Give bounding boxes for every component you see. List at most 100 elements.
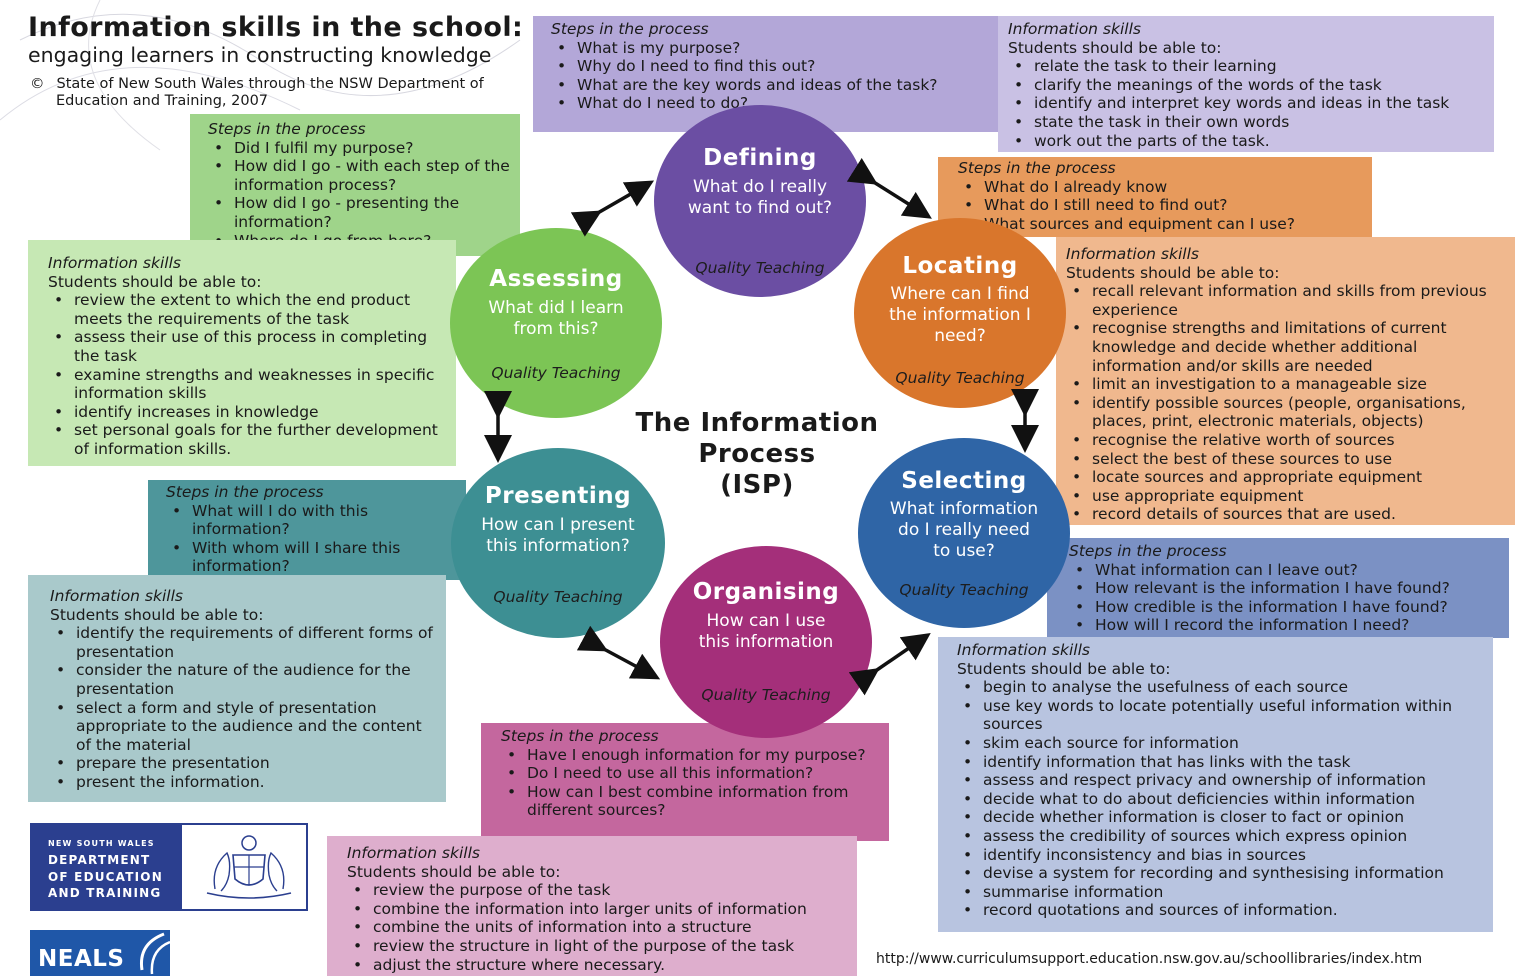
copyright-line-2: Education and Training, 2007 (56, 92, 269, 109)
locating-question-1: Where can I find (890, 284, 1030, 304)
selecting-steps-heading: Steps in the process (1069, 542, 1227, 560)
dept-logo-line-1: NEW SOUTH WALES (48, 839, 155, 848)
defining-skill: identify and interpret key words and ide… (1014, 94, 1486, 113)
center-label-line-1: The Information (635, 408, 879, 438)
locating-skill: use appropriate equipment (1072, 487, 1509, 506)
organising-circle: Organising How can I use this informatio… (660, 546, 872, 738)
selecting-step: How credible is the information I have f… (1075, 598, 1501, 617)
assessing-skills-intro: Students should be able to: (48, 272, 262, 291)
locating-skills-intro: Students should be able to: (1066, 263, 1280, 282)
selecting-quality-teaching: Quality Teaching (899, 581, 1029, 599)
assessing-skill: review the extent to which the end produ… (54, 291, 448, 328)
selecting-skill: use key words to locate potentially usef… (963, 697, 1485, 734)
locating-skill: limit an investigation to a manageable s… (1072, 375, 1509, 394)
locating-skill: recall relevant information and skills f… (1072, 282, 1509, 319)
defining-steps-heading: Steps in the process (551, 20, 709, 38)
organising-skill: review the structure in light of the pur… (353, 937, 849, 956)
assessing-circle: Assessing What did I learn from this? Qu… (450, 228, 662, 418)
assessing-step: Did I fulfil my purpose? (214, 139, 512, 158)
selecting-skill: assess the credibility of sources which … (963, 827, 1485, 846)
presenting-steps-panel: Steps in the process What will I do with… (148, 480, 466, 580)
defining-quality-teaching: Quality Teaching (695, 259, 825, 277)
assessing-question-1: What did I learn (488, 298, 624, 318)
selecting-skill: assess and respect privacy and ownership… (963, 771, 1485, 790)
defining-skills-heading: Information skills (1008, 20, 1141, 38)
locating-skill: identify possible sources (people, organ… (1072, 394, 1509, 431)
selecting-skill: record quotations and sources of informa… (963, 901, 1485, 920)
assessing-step: How did I go - presenting the informatio… (214, 194, 512, 231)
defining-skills-panel: Information skills Students should be ab… (998, 16, 1494, 152)
locating-skill: locate sources and appropriate equipment (1072, 468, 1509, 487)
selecting-step: How relevant is the information I have f… (1075, 579, 1501, 598)
presenting-skill: consider the nature of the audience for … (56, 661, 438, 698)
neals-logo-text: NEALS (38, 946, 125, 972)
organising-steps-panel: Steps in the process Have I enough infor… (481, 723, 889, 841)
arrow-assessing-defining (570, 180, 655, 237)
selecting-skill: identify inconsistency and bias in sourc… (963, 846, 1485, 865)
copyright-notice: © State of New South Wales through the NS… (30, 76, 484, 109)
locating-steps-panel: Steps in the process What do I already k… (938, 157, 1372, 237)
presenting-question-2: this information? (486, 536, 630, 556)
selecting-skill: decide what to do about deficiencies wit… (963, 790, 1485, 809)
background-arcs (0, 0, 521, 151)
presenting-title: Presenting (484, 483, 632, 509)
center-label: The Information Process (ISP) (616, 408, 898, 501)
locating-question-3: need? (934, 326, 986, 346)
nsw-department-logo: NEW SOUTH WALES DEPARTMENT OF EDUCATION … (30, 823, 308, 911)
presenting-skills-heading: Information skills (50, 587, 183, 605)
locating-skill: recognise the relative worth of sources (1072, 431, 1509, 450)
locating-skills-heading: Information skills (1066, 245, 1199, 263)
locating-skill: record details of sources that are used. (1072, 505, 1509, 524)
arrow-selecting-organising (848, 633, 931, 696)
organising-step: Do I need to use all this information? (507, 764, 881, 783)
dept-logo-line-2: DEPARTMENT (48, 853, 151, 867)
selecting-skill: identify information that has links with… (963, 753, 1485, 772)
copyright-symbol: © (30, 76, 45, 92)
defining-step: Why do I need to find this out? (557, 57, 988, 76)
locating-steps-heading: Steps in the process (958, 159, 1116, 177)
defining-step: What are the key words and ideas of the … (557, 76, 988, 95)
selecting-skills-panel: Information skills Students should be ab… (938, 637, 1493, 932)
center-label-line-3: (ISP) (720, 470, 794, 500)
defining-skill: state the task in their own words (1014, 113, 1486, 132)
presenting-steps-heading: Steps in the process (166, 483, 324, 501)
selecting-skill: devise a system for recording and synthe… (963, 864, 1485, 883)
assessing-title: Assessing (489, 266, 623, 292)
center-label-line-2: Process (698, 439, 816, 469)
presenting-skill: prepare the presentation (56, 754, 438, 773)
presenting-skill: identify the requirements of different f… (56, 624, 438, 661)
presenting-skill: present the information. (56, 773, 438, 792)
organising-skills-panel: Information skills Students should be ab… (327, 836, 857, 976)
defining-steps-panel: Steps in the process What is my purpose?… (533, 16, 998, 132)
presenting-circle: Presenting How can I present this inform… (451, 448, 665, 638)
dept-logo-line-4: AND TRAINING (48, 886, 162, 900)
defining-step: What do I need to do? (557, 94, 988, 113)
selecting-step: What information can I leave out? (1075, 561, 1501, 580)
selecting-skill: decide whether information is closer to … (963, 808, 1485, 827)
assessing-skill: identify increases in knowledge (54, 403, 448, 422)
presenting-skills-intro: Students should be able to: (50, 605, 264, 624)
defining-question-1: What do I really (692, 177, 828, 197)
assessing-skill: assess their use of this process in comp… (54, 328, 448, 365)
arrow-defining-locating (846, 157, 932, 219)
presenting-skills-panel: Information skills Students should be ab… (28, 575, 446, 802)
defining-title: Defining (703, 145, 817, 171)
locating-step: What do I already know (964, 178, 1364, 197)
locating-quality-teaching: Quality Teaching (895, 369, 1025, 387)
copyright-line-1: State of New South Wales through the NSW… (56, 76, 484, 92)
organising-skill: adjust the structure where necessary. (353, 956, 849, 975)
organising-skills-heading: Information skills (347, 844, 480, 862)
presenting-step: What will I do with this information? (172, 502, 458, 539)
organising-question-2: this information (698, 632, 834, 652)
selecting-step: How will I record the information I need… (1075, 616, 1501, 635)
organising-title: Organising (692, 579, 840, 605)
footer-url[interactable]: http://www.curriculumsupport.education.n… (876, 951, 1423, 967)
locating-skill: select the best of these sources to use (1072, 450, 1509, 469)
selecting-skill: begin to analyse the usefulness of each … (963, 678, 1485, 697)
assessing-quality-teaching: Quality Teaching (491, 364, 621, 382)
arrow-organising-presenting (576, 625, 661, 680)
organising-skills-intro: Students should be able to: (347, 862, 561, 881)
assessing-skills-panel: Information skills Students should be ab… (28, 240, 456, 466)
locating-circle: Locating Where can I find the informatio… (854, 218, 1066, 408)
